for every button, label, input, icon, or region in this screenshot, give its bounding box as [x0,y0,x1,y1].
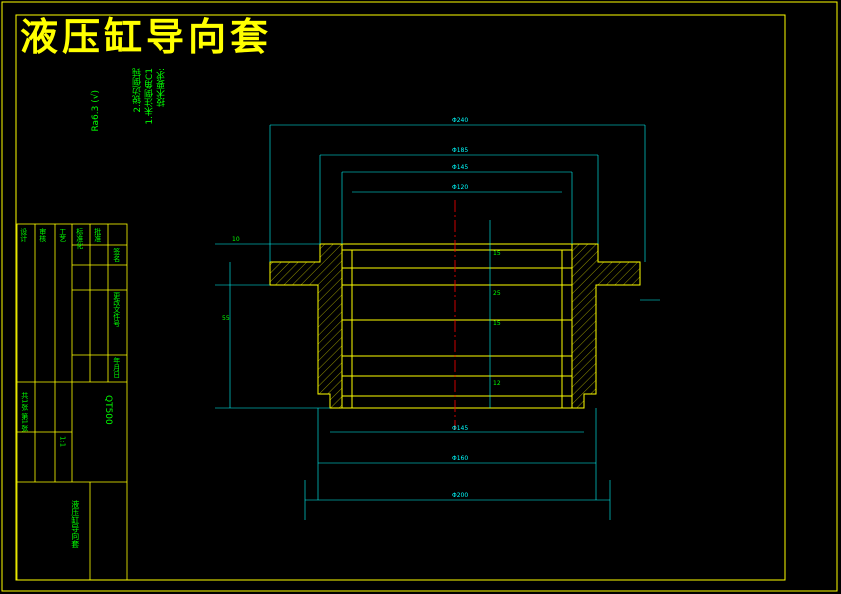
dim-label: Φ185 [452,147,468,154]
dimension-labels: Φ240 Φ185 Φ145 Φ120 Φ145 Φ160 Φ200 10 55… [222,117,501,499]
title-block-label: 审核 [38,228,47,242]
title-block-label: 工艺 [58,228,67,242]
tech-requirement-1: 1.未注倒角C1 [145,68,155,125]
title-block-cell: 签名 [112,248,121,262]
dimension-lines [215,124,660,520]
drawing-title: 液压缸导向套 [20,14,273,59]
title-block-label: 批准 [93,228,102,242]
inner-frame [15,14,786,581]
dim-label: 15 [493,250,501,257]
dim-label: Φ200 [452,492,468,499]
dim-label: 12 [493,380,501,387]
roughness-note: Ra6.3 (√) [91,90,101,132]
dim-label: Φ240 [452,117,468,124]
dim-label: 25 [493,290,501,297]
dim-label: 10 [232,236,240,243]
title-block [16,223,128,581]
scale: 1:1 [58,436,67,448]
dim-label: Φ120 [452,184,468,191]
dim-label: Φ145 [452,425,468,432]
material: QT500 [102,395,113,425]
title-block-label: 设计 [19,228,28,242]
title-block-cell: 年月日 [112,357,121,378]
dim-label: 15 [493,320,501,327]
tech-requirements-heading: 技术要求: [157,68,167,108]
part-name: 液压缸导向套 [70,500,80,548]
dim-label: Φ145 [452,164,468,171]
dim-label: Φ160 [452,455,468,462]
dim-label: 55 [222,315,230,322]
title-block-cell: 更改文件号 [112,292,121,327]
sheet-info: 共1张 第1张 [20,392,29,432]
title-block-label: 标准化 [75,228,84,249]
section-view [269,200,641,430]
tech-requirement-2: 2.锐边倒钝 [133,68,143,113]
